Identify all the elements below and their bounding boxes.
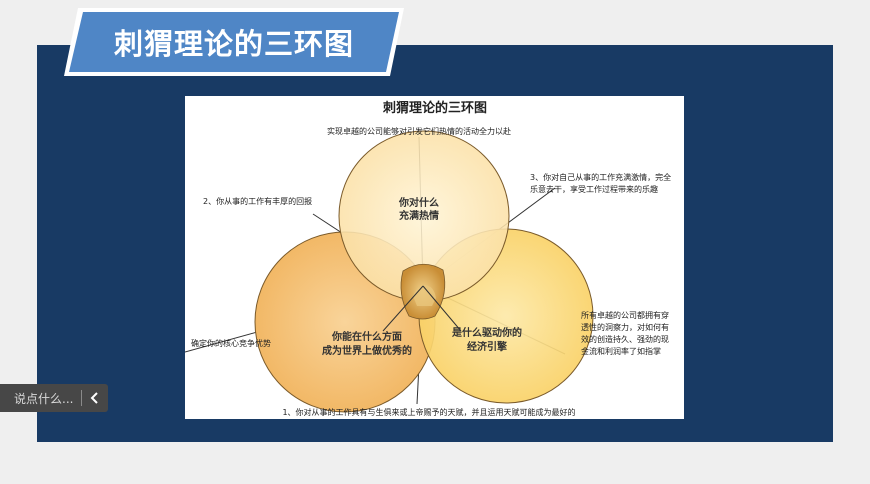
comment-bar: 说点什么... — [0, 384, 108, 412]
title-banner-shape — [64, 8, 404, 76]
diagram-title: 刺猬理论的三环图 — [383, 100, 487, 116]
bottom-note: 1、你对从事的工作具有与生俱来或上帝赐予的天赋，并且运用天赋可能成为最好的 — [282, 407, 575, 417]
circle-left-label-2: 成为世界上做优秀的 — [322, 344, 412, 357]
chevron-left-icon — [90, 392, 98, 404]
three-circles-diagram: 刺猬理论的三环图 实现卓越的公司能够对引发它们热情的活动全力以赴 2、你从事的工… — [185, 100, 671, 417]
circle-right-label-2: 经济引擎 — [467, 340, 507, 353]
circle-top-label-2: 充满热情 — [399, 209, 439, 222]
right-note-line: 效的创造持久、强劲的现 — [581, 334, 669, 344]
collapse-button[interactable] — [82, 384, 108, 412]
right-note-line: 金流和利润率了如指掌 — [581, 346, 661, 356]
right-note-line: 所有卓越的公司都拥有穿 — [581, 310, 669, 320]
top-note: 实现卓越的公司能够对引发它们热情的活动全力以赴 — [327, 126, 511, 136]
connector-inner-right — [422, 285, 462, 332]
comment-input[interactable]: 说点什么... — [14, 391, 74, 406]
note-3-line2: 乐意去干，享受工作过程带来的乐趣 — [530, 184, 658, 194]
note-2: 2、你从事的工作有丰厚的回报 — [203, 196, 312, 206]
left-note: 确定你的核心竞争优势 — [191, 338, 271, 348]
circle-top-label-1: 你对什么 — [398, 196, 439, 209]
hedgehog-diagram: 刺猬理论的三环图 实现卓越的公司能够对引发它们热情的活动全力以赴 2、你从事的工… — [185, 96, 684, 419]
comment-divider — [81, 390, 82, 406]
connector-inner-left — [382, 285, 424, 332]
slide-title: 刺猬理论的三环图 — [113, 27, 354, 61]
note-3-line1: 3、你对自己从事的工作充满激情，完全 — [530, 172, 671, 182]
title-banner: 刺猬理论的三环图 — [64, 8, 404, 76]
circle-right-label-1: 是什么驱动你的 — [451, 326, 522, 339]
right-note-line: 透性的洞察力，对如何有 — [581, 322, 669, 332]
circle-left-label-1: 你能在什么方面 — [331, 330, 402, 343]
